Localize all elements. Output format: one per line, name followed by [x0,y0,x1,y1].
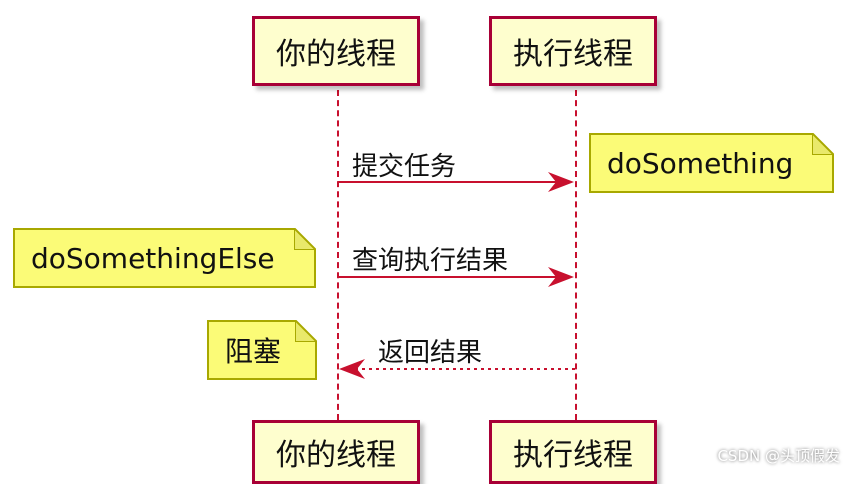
participant-your-thread-bottom: 你的线程 [252,420,420,484]
arrowhead-query-result [548,267,574,287]
note-fold-icon [812,133,834,155]
note-do-something: doSomething [589,133,834,193]
note-do-something-else: doSomethingElse [13,228,316,288]
note-fold-icon [294,228,316,250]
message-label-return-result: 返回结果 [378,338,483,368]
note-fold-icon [295,320,317,342]
lifeline-exec-thread [575,90,577,420]
message-label-query-result: 查询执行结果 [352,246,509,276]
watermark: CSDN @头顶假发 [717,447,840,465]
participant-exec-thread-top: 执行线程 [489,16,657,86]
arrowhead-return-result [339,359,365,379]
message-label-submit-task: 提交任务 [352,152,457,182]
arrowhead-submit-task [548,172,574,192]
lifeline-your-thread [337,90,339,420]
participant-your-thread-top: 你的线程 [252,16,420,86]
